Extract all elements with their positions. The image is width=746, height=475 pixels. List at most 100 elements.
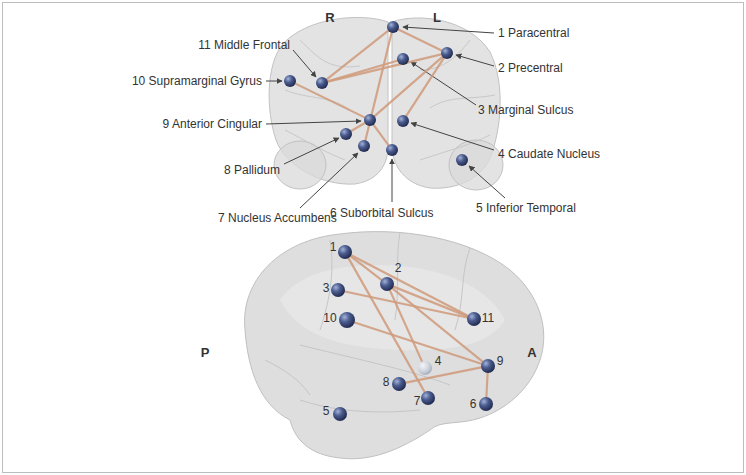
sphere-shape xyxy=(386,144,398,156)
region-sphere xyxy=(387,21,399,33)
region-node: 4 Caudate Nucleus xyxy=(397,115,409,127)
region-sphere xyxy=(418,361,432,375)
region-node: 3 Marginal Sulcus xyxy=(397,53,409,65)
sphere-shape xyxy=(284,75,296,87)
sphere-shape xyxy=(338,245,352,259)
region-node: 7 xyxy=(421,391,435,405)
sphere-shape xyxy=(387,21,399,33)
sulci xyxy=(285,40,495,160)
connectivity-edge xyxy=(406,58,443,116)
sphere-shape xyxy=(392,377,406,391)
region-node: 8 Pallidum xyxy=(340,128,352,140)
sphere-shape xyxy=(441,47,453,59)
connectivity-edge xyxy=(328,54,441,81)
region-node: 10 xyxy=(339,312,355,328)
connectivity-edge xyxy=(486,373,487,397)
region-node: 9 Anterior Cingular xyxy=(364,114,376,126)
coronal-brain xyxy=(269,17,503,190)
region-label: 2 Precentral xyxy=(498,61,563,75)
region-sphere xyxy=(441,47,453,59)
region-label: 6 Suborbital Sulcus xyxy=(330,206,433,220)
region-number: 4 xyxy=(435,354,442,368)
region-node: 2 xyxy=(380,277,394,291)
region-number: 7 xyxy=(414,394,421,408)
connectivity-edge xyxy=(355,322,482,363)
sphere-shape xyxy=(456,154,468,166)
region-node: 6 Suborbital Sulcus xyxy=(386,144,398,156)
sphere-shape xyxy=(364,114,376,126)
region-node: 5 xyxy=(333,407,347,421)
region-label: 5 Inferior Temporal xyxy=(476,201,576,215)
region-number: 10 xyxy=(323,311,336,325)
region-node: 11 xyxy=(467,312,481,326)
connectivity-edge xyxy=(374,125,389,145)
region-sphere xyxy=(316,77,328,89)
connectivity-edge xyxy=(351,255,468,316)
region-sphere xyxy=(339,312,355,328)
sphere-shape xyxy=(358,140,370,152)
region-node: 3 xyxy=(331,283,345,297)
region-sphere xyxy=(380,277,394,291)
region-sphere xyxy=(333,407,347,421)
region-node: 1 Paracentral xyxy=(387,21,399,33)
region-number: 2 xyxy=(395,261,402,275)
orientation-label: P xyxy=(201,345,210,360)
connectivity-edge xyxy=(375,57,443,116)
sphere-shape xyxy=(380,277,394,291)
region-node: 6 xyxy=(479,397,493,411)
region-sphere xyxy=(479,397,493,411)
region-number: 6 xyxy=(470,397,477,411)
region-node: 5 Inferior Temporal xyxy=(456,154,468,166)
region-sphere xyxy=(467,312,481,326)
region-node: 7 Nucleus Accumbens xyxy=(358,140,370,152)
lateral-brain xyxy=(245,232,544,459)
connectivity-edge xyxy=(393,287,467,317)
sphere-shape xyxy=(418,361,432,375)
region-label: 9 Anterior Cingular xyxy=(163,117,262,131)
connectivity-edge xyxy=(345,291,467,317)
connectivity-edge xyxy=(398,30,441,51)
region-sphere xyxy=(386,144,398,156)
region-sphere xyxy=(456,154,468,166)
region-node: 10 Supramarginal Gyrus xyxy=(284,75,296,87)
region-node: 11 Middle Frontal xyxy=(316,77,328,89)
region-label: 10 Supramarginal Gyrus xyxy=(132,74,262,88)
sphere-shape xyxy=(331,283,345,297)
region-sphere xyxy=(340,128,352,140)
connectivity-edge xyxy=(328,61,397,82)
region-number: 1 xyxy=(330,240,337,254)
region-sphere xyxy=(331,283,345,297)
region-node: 1 xyxy=(338,245,352,259)
orientation-label: R xyxy=(325,10,334,25)
region-number: 3 xyxy=(323,281,330,295)
region-label: 7 Nucleus Accumbens xyxy=(218,211,337,225)
sphere-shape xyxy=(397,115,409,127)
sphere-shape xyxy=(340,128,352,140)
sphere-shape xyxy=(397,53,409,65)
connectivity-edge xyxy=(406,367,481,382)
region-node: 9 xyxy=(481,359,495,373)
region-label: 11 Middle Frontal xyxy=(198,38,290,52)
frame xyxy=(3,3,744,473)
region-node: 8 xyxy=(392,377,406,391)
sphere-shape xyxy=(479,397,493,411)
region-label: 4 Caudate Nucleus xyxy=(498,147,600,161)
sphere-shape xyxy=(421,391,435,405)
region-sphere xyxy=(421,391,435,405)
sphere-shape xyxy=(481,359,495,373)
region-sphere xyxy=(397,115,409,127)
connectivity-edge xyxy=(295,84,364,118)
region-node: 4 xyxy=(418,361,432,375)
region-sphere xyxy=(392,377,406,391)
region-number: 9 xyxy=(497,354,504,368)
region-number: 11 xyxy=(482,311,494,325)
region-sphere xyxy=(358,140,370,152)
region-label: 1 Paracentral xyxy=(498,26,569,40)
sphere-shape xyxy=(467,312,481,326)
connectivity-edge xyxy=(351,123,365,131)
sphere-shape xyxy=(333,407,347,421)
region-number: 5 xyxy=(323,404,330,418)
region-node: 2 Precentral xyxy=(441,47,453,59)
